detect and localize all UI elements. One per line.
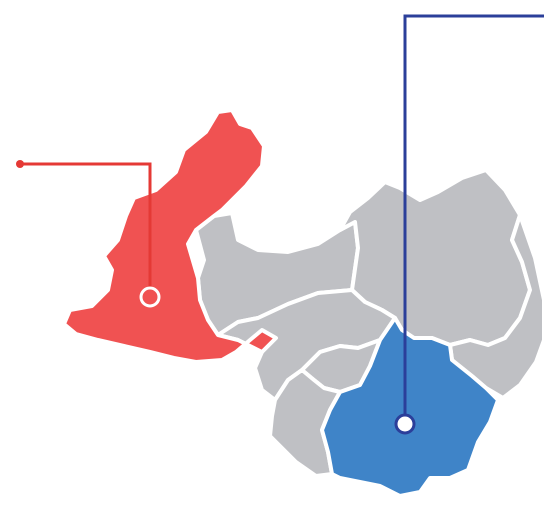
region-west[interactable] — [62, 108, 278, 364]
callout-line-south-east — [403, 14, 544, 424]
marker-south-east[interactable] — [394, 413, 416, 435]
callout-line-west — [20, 162, 152, 297]
callout-dot-west — [16, 160, 24, 168]
marker-west[interactable] — [139, 286, 161, 308]
region-south-east[interactable] — [320, 316, 500, 498]
